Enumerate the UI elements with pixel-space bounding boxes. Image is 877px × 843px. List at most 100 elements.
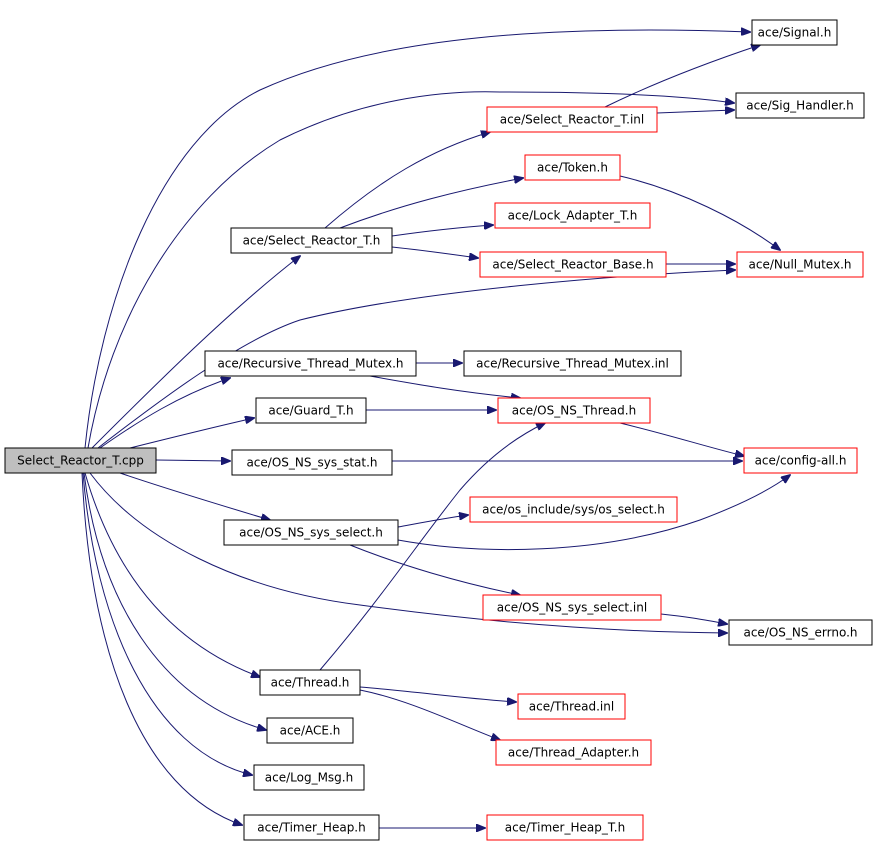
node-os-ns-thread-h[interactable]: ace/OS_NS_Thread.h xyxy=(497,397,651,424)
node-token-h[interactable]: ace/Token.h xyxy=(524,154,621,181)
node-box xyxy=(223,519,399,546)
edge-select_reactor_t_h-to-select_reactor_t_inl xyxy=(324,132,490,229)
node-label: ace/OS_NS_Thread.h xyxy=(512,404,636,418)
edge-root-to-select_reactor_t_h xyxy=(91,256,300,449)
node-box xyxy=(728,619,873,646)
node-root[interactable]: Select_Reactor_T.cpp xyxy=(4,447,157,474)
node-sig-handler-h[interactable]: ace/Sig_Handler.h xyxy=(735,92,865,119)
node-os-ns-sys-select-inl[interactable]: ace/OS_NS_sys_select.inl xyxy=(482,594,662,621)
node-thread-h[interactable]: ace/Thread.h xyxy=(259,669,361,696)
node-timer-heap-h[interactable]: ace/Timer_Heap.h xyxy=(243,814,380,841)
node-label: ace/OS_NS_sys_select.inl xyxy=(497,601,647,615)
edge-os_ns_sys_select_h-to-os_ns_sys_select_inl xyxy=(349,544,520,595)
node-box xyxy=(259,669,361,696)
node-select-reactor-t-h[interactable]: ace/Select_Reactor_T.h xyxy=(230,227,393,254)
node-thread-inl[interactable]: ace/Thread.inl xyxy=(517,693,626,720)
node-label: ace/OS_NS_sys_select.h xyxy=(239,526,383,540)
node-os-ns-sys-select-h[interactable]: ace/OS_NS_sys_select.h xyxy=(223,519,399,546)
edge-select_reactor_t_inl-to-signal_h xyxy=(604,45,760,108)
node-box xyxy=(253,764,365,791)
node-box xyxy=(495,739,652,766)
node-label: ace/Thread.h xyxy=(271,676,350,690)
node-signal-h[interactable]: ace/Signal.h xyxy=(751,19,838,46)
node-box xyxy=(4,447,157,474)
node-label: ace/Log_Msg.h xyxy=(265,771,353,785)
node-recursive-thread-mutex-inl[interactable]: ace/Recursive_Thread_Mutex.inl xyxy=(463,350,682,377)
node-box xyxy=(486,106,658,133)
nodes-layer: Select_Reactor_T.cpp ace/Signal.h ace/Sig_… xyxy=(4,19,873,841)
node-os-ns-sys-stat-h[interactable]: ace/OS_NS_sys_stat.h xyxy=(231,449,393,476)
node-box xyxy=(486,814,644,841)
node-guard-t-h[interactable]: ace/Guard_T.h xyxy=(255,397,367,424)
node-label: ace/Null_Mutex.h xyxy=(749,258,852,272)
node-log-msg-h[interactable]: ace/Log_Msg.h xyxy=(253,764,365,791)
node-timer-heap-t-h[interactable]: ace/Timer_Heap_T.h xyxy=(486,814,644,841)
edge-root-to-log_msg_h xyxy=(82,472,252,775)
edge-root-to-thread_h xyxy=(84,472,260,677)
node-thread-adapter-h[interactable]: ace/Thread_Adapter.h xyxy=(495,739,652,766)
node-label: ace/Timer_Heap.h xyxy=(257,821,365,835)
edges-layer xyxy=(81,30,790,828)
node-label: ace/OS_NS_sys_stat.h xyxy=(246,456,377,470)
edge-os_ns_sys_select_h-to-os_include_sys_os_select_h xyxy=(397,515,468,528)
node-label: ace/Signal.h xyxy=(758,26,832,40)
node-os-include-sys-os-select-h[interactable]: ace/os_include/sys/os_select.h xyxy=(469,496,678,523)
node-box xyxy=(743,447,858,474)
edge-select_reactor_t_h-to-select_reactor_base_h xyxy=(391,246,478,258)
node-select-reactor-t-inl[interactable]: ace/Select_Reactor_T.inl xyxy=(486,106,658,133)
node-label: ace/Timer_Heap_T.h xyxy=(505,821,625,835)
node-label: ace/Recursive_Thread_Mutex.h xyxy=(217,357,403,371)
edge-root-to-ace_h xyxy=(83,472,266,730)
node-os-ns-errno-h[interactable]: ace/OS_NS_errno.h xyxy=(728,619,873,646)
node-label: ace/Select_Reactor_Base.h xyxy=(492,258,653,272)
node-label: ace/os_include/sys/os_select.h xyxy=(482,503,665,517)
node-box xyxy=(735,92,865,119)
node-box xyxy=(463,350,682,377)
node-config-all-h[interactable]: ace/config-all.h xyxy=(743,447,858,474)
node-box xyxy=(255,397,367,424)
edge-thread_h-to-os_ns_thread_h xyxy=(319,423,545,671)
edge-select_reactor_t_inl-to-sig_handler_h xyxy=(656,110,734,113)
node-box xyxy=(230,227,393,254)
edge-root-to-signal_h xyxy=(84,30,750,449)
edge-root-to-os_ns_sys_select_h xyxy=(119,472,270,520)
node-box xyxy=(524,154,621,181)
node-box xyxy=(243,814,380,841)
node-box xyxy=(266,717,354,744)
edge-os_ns_sys_select_inl-to-os_ns_errno_h xyxy=(660,613,727,624)
node-recursive-thread-mutex-h[interactable]: ace/Recursive_Thread_Mutex.h xyxy=(204,350,417,377)
node-null-mutex-h[interactable]: ace/Null_Mutex.h xyxy=(736,251,864,278)
node-label: ace/Guard_T.h xyxy=(268,404,353,418)
node-label: ace/ACE.h xyxy=(280,724,341,738)
edge-thread_h-to-thread_inl xyxy=(359,686,516,702)
node-box xyxy=(231,449,393,476)
node-box xyxy=(517,693,626,720)
node-ace-h[interactable]: ace/ACE.h xyxy=(266,717,354,744)
edge-thread_h-to-thread_adapter_h xyxy=(359,689,500,740)
edge-recursive_thread_mutex_h-to-os_ns_thread_h xyxy=(369,375,520,398)
node-label: ace/Select_Reactor_T.h xyxy=(243,234,381,248)
node-label: Select_Reactor_T.cpp xyxy=(17,454,144,468)
node-select-reactor-base-h[interactable]: ace/Select_Reactor_Base.h xyxy=(479,251,667,278)
edge-root-to-os_ns_sys_stat_h xyxy=(155,460,230,461)
edge-root-to-os_ns_errno_h xyxy=(89,472,727,633)
node-label: ace/Thread_Adapter.h xyxy=(508,746,639,760)
node-label: ace/config-all.h xyxy=(755,454,847,468)
edge-os_ns_sys_select_h-to-config_all_h xyxy=(397,475,790,551)
edge-root-to-timer_heap_h xyxy=(81,472,242,825)
node-box xyxy=(751,19,838,46)
node-box xyxy=(469,496,678,523)
node-label: ace/Recursive_Thread_Mutex.inl xyxy=(476,357,669,371)
node-label: ace/OS_NS_errno.h xyxy=(743,626,857,640)
node-label: ace/Sig_Handler.h xyxy=(746,99,854,113)
node-box xyxy=(736,251,864,278)
node-label: ace/Token.h xyxy=(537,161,608,175)
node-label: ace/Select_Reactor_T.inl xyxy=(500,113,645,127)
node-box xyxy=(204,350,417,377)
node-lock-adapter-t-h[interactable]: ace/Lock_Adapter_T.h xyxy=(494,202,651,229)
node-box xyxy=(497,397,651,424)
node-label: ace/Lock_Adapter_T.h xyxy=(508,209,638,223)
edge-select_reactor_t_h-to-token_h xyxy=(339,178,523,229)
edge-root-to-guard_t_h xyxy=(129,418,254,449)
